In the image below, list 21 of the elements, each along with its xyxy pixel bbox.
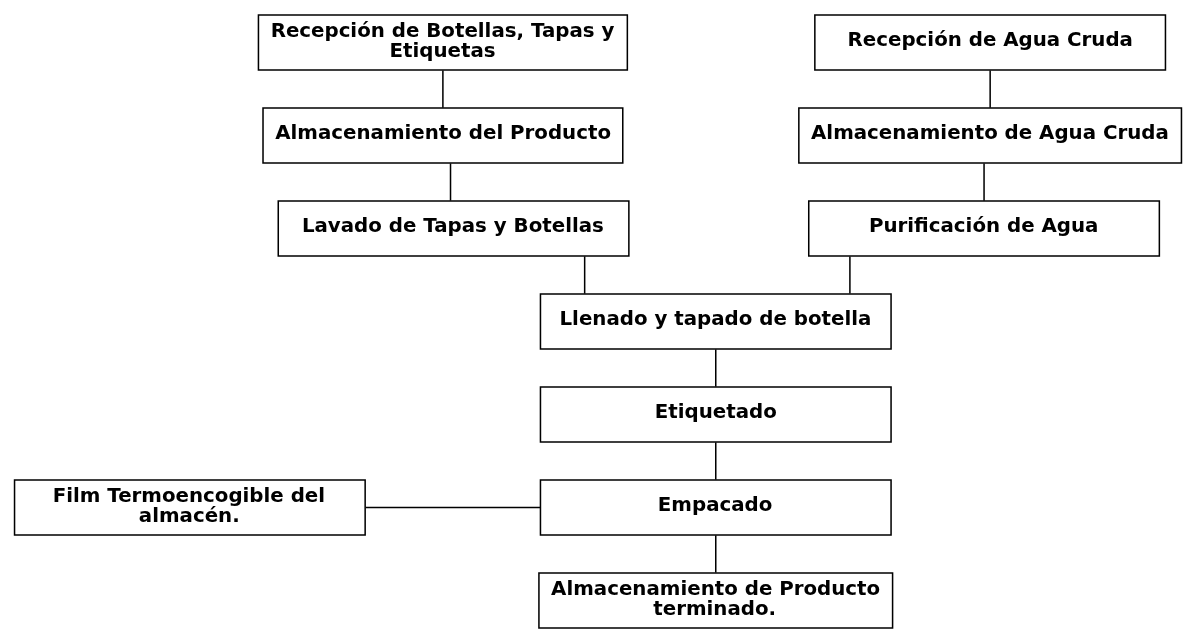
connector: [364, 506, 541, 508]
node-box: Almacenamiento del Producto: [262, 106, 624, 164]
node-box: Etiquetado: [539, 385, 892, 443]
connector: [449, 162, 452, 201]
connector: [849, 255, 851, 294]
node-box: Almacenamiento de Agua Cruda: [798, 106, 1183, 164]
node-box: Recepción de Botellas, Tapas y Etiquetas: [257, 13, 629, 71]
connector: [442, 69, 444, 108]
node-box: Film Termoencogible del almacén.: [13, 478, 366, 536]
connector: [583, 255, 586, 294]
connector: [983, 162, 985, 201]
connector: [989, 69, 991, 108]
node-box: Recepción de Agua Cruda: [814, 13, 1167, 71]
node-box: Almacenamiento de Producto terminado.: [538, 571, 894, 629]
connector: [715, 441, 717, 480]
node-box: Purificación de Agua: [808, 199, 1161, 257]
connector: [715, 348, 717, 387]
connector: [715, 534, 717, 573]
node-box: Lavado de Tapas y Botellas: [277, 199, 630, 257]
node-box: Llenado y tapado de botella: [539, 292, 892, 350]
node-box: Empacado: [539, 478, 892, 536]
